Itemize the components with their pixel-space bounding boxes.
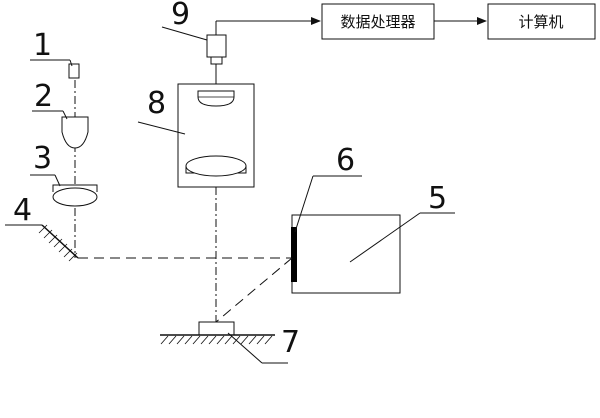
leader-7: [227, 332, 263, 364]
signal-line: [215, 17, 321, 35]
label-4: 4: [13, 193, 32, 228]
reflected-beam: [215, 257, 293, 323]
component-7-base: [160, 321, 275, 345]
component-9-camera: [206, 34, 227, 65]
leader-8: [137, 121, 186, 135]
component-5-housing: [291, 214, 401, 294]
data-processor-box: 数据处理器: [321, 3, 435, 40]
computer-box: 计算机: [487, 3, 596, 40]
label-3: 3: [33, 141, 52, 176]
component-2-collimator: [61, 116, 89, 149]
component-8-lens-assembly: [177, 83, 255, 188]
label-1: 1: [33, 28, 52, 63]
label-9: 9: [171, 0, 190, 32]
label-6: 6: [336, 143, 355, 178]
label-8: 8: [147, 86, 166, 121]
component-4-surface: [5, 224, 79, 262]
label-5: 5: [428, 181, 447, 216]
data-processor-label: 数据处理器: [340, 13, 415, 31]
component-1-light-source: [68, 63, 80, 79]
leader-9: [161, 26, 208, 41]
computer-label: 计算机: [518, 13, 563, 31]
label-2: 2: [34, 79, 53, 114]
component-6-sensor: [291, 227, 297, 282]
label-7: 7: [281, 325, 300, 360]
component-3-lens: [52, 184, 98, 207]
leader-lines: [30, 26, 455, 364]
